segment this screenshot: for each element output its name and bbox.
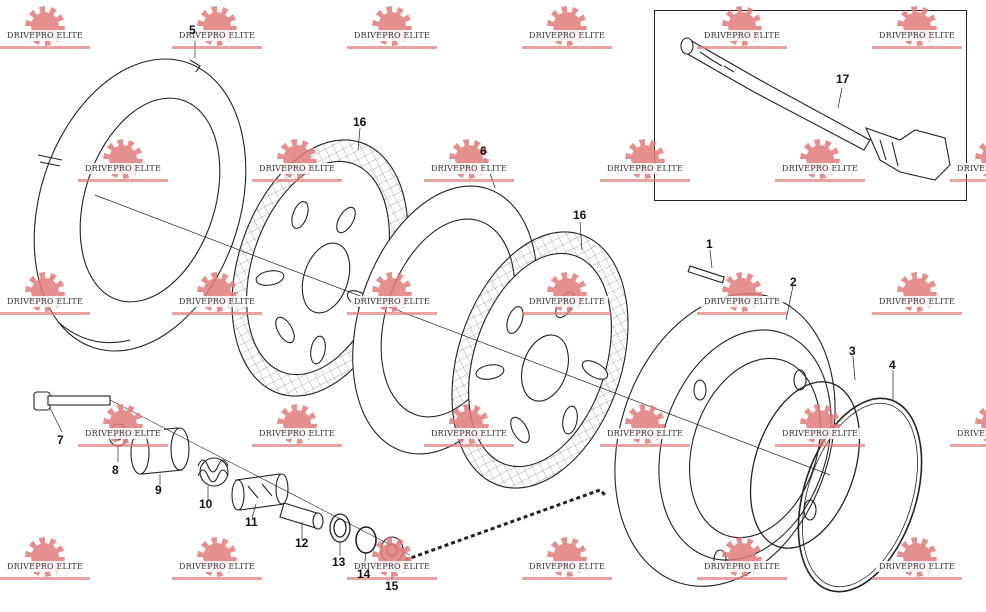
watermark-gear-logo: DRIVEPRO ELITE: [0, 268, 90, 328]
watermark-text: DRIVEPRO ELITE: [353, 562, 430, 571]
callout-17[interactable]: 17: [836, 72, 850, 86]
pin-part-1: [687, 265, 725, 284]
watermark-text: DRIVEPRO ELITE: [84, 429, 161, 438]
watermark-gear-logo: DRIVEPRO ELITE: [872, 533, 962, 593]
watermark-text: DRIVEPRO ELITE: [84, 164, 161, 173]
ring-part-3: [749, 381, 861, 549]
callout-13[interactable]: 13: [332, 555, 346, 569]
watermark-text: DRIVEPRO ELITE: [178, 31, 255, 40]
callout-6[interactable]: 6: [480, 144, 487, 158]
watermark-gear-logo: DRIVEPRO ELITE: [347, 268, 437, 328]
callout-16-a[interactable]: 16: [353, 115, 367, 129]
watermark-gear-logo: DRIVEPRO ELITE: [697, 268, 787, 328]
callout-2[interactable]: 2: [790, 275, 797, 289]
watermark-gear-logo: DRIVEPRO ELITE: [172, 2, 262, 62]
watermark-gear-logo: DRIVEPRO ELITE: [697, 533, 787, 593]
callout-4[interactable]: 4: [889, 358, 896, 372]
watermark-text: DRIVEPRO ELITE: [606, 164, 683, 173]
watermark-gear-logo: DRIVEPRO ELITE: [950, 400, 986, 460]
callout-15[interactable]: 15: [385, 579, 399, 593]
watermark-text: DRIVEPRO ELITE: [528, 297, 605, 306]
watermark-text: DRIVEPRO ELITE: [430, 429, 507, 438]
watermark-gear-logo: DRIVEPRO ELITE: [424, 135, 514, 195]
watermark-gear-logo: DRIVEPRO ELITE: [775, 400, 865, 460]
watermark-text: DRIVEPRO ELITE: [6, 297, 83, 306]
plate-part-5: [33, 58, 247, 352]
assembly-axis: [94, 194, 831, 476]
seal-part-13: [329, 513, 351, 543]
watermark-text: DRIVEPRO ELITE: [430, 164, 507, 173]
watermark-gear-logo: DRIVEPRO ELITE: [78, 135, 168, 195]
watermark-text: DRIVEPRO ELITE: [703, 31, 780, 40]
watermark-text: DRIVEPRO ELITE: [703, 297, 780, 306]
housing-part-2: [614, 293, 836, 587]
watermark-text: DRIVEPRO ELITE: [781, 164, 858, 173]
watermark-text: DRIVEPRO ELITE: [6, 31, 83, 40]
callout-14[interactable]: 14: [357, 567, 371, 581]
bolt-part-7: [33, 391, 111, 411]
watermark-gear-logo: DRIVEPRO ELITE: [347, 2, 437, 62]
watermark-gear-logo: DRIVEPRO ELITE: [872, 268, 962, 328]
watermark-gear-logo: DRIVEPRO ELITE: [0, 533, 90, 593]
sensor-part-17: [680, 37, 951, 181]
watermark-text: DRIVEPRO ELITE: [353, 31, 430, 40]
watermark-text: DRIVEPRO ELITE: [353, 297, 430, 306]
watermark-gear-logo: DRIVEPRO ELITE: [950, 135, 986, 195]
watermark-text: DRIVEPRO ELITE: [878, 31, 955, 40]
callout-10[interactable]: 10: [199, 497, 213, 511]
watermark-gear-logo: DRIVEPRO ELITE: [252, 400, 342, 460]
tube-part-12: [279, 502, 324, 530]
sleeve-part-9: [130, 427, 190, 475]
watermark-text: DRIVEPRO ELITE: [878, 562, 955, 571]
callout-3[interactable]: 3: [849, 344, 856, 358]
watermark-text: DRIVEPRO ELITE: [258, 429, 335, 438]
watermark-text: DRIVEPRO ELITE: [956, 164, 986, 173]
watermark-text: DRIVEPRO ELITE: [178, 297, 255, 306]
watermark-gear-logo: DRIVEPRO ELITE: [424, 400, 514, 460]
watermark-gear-logo: DRIVEPRO ELITE: [522, 268, 612, 328]
ring-part-4: [797, 397, 923, 593]
callout-11[interactable]: 11: [245, 515, 258, 529]
callout-7[interactable]: 7: [57, 433, 64, 447]
callout-1[interactable]: 1: [706, 237, 713, 251]
watermark-gear-logo: DRIVEPRO ELITE: [775, 135, 865, 195]
watermark-gear-logo: DRIVEPRO ELITE: [172, 533, 262, 593]
watermark-gear-logo: DRIVEPRO ELITE: [0, 2, 90, 62]
watermark-gear-logo: DRIVEPRO ELITE: [600, 135, 690, 195]
watermark-gear-logo: DRIVEPRO ELITE: [522, 533, 612, 593]
sensor-inset-frame: [654, 10, 967, 201]
spring-part-10: [197, 457, 229, 487]
watermark-gear-logo: DRIVEPRO ELITE: [78, 400, 168, 460]
callout-9[interactable]: 9: [155, 483, 162, 497]
callout-8[interactable]: 8: [112, 463, 119, 477]
watermark-text: DRIVEPRO ELITE: [258, 164, 335, 173]
watermark-gear-logo: DRIVEPRO ELITE: [600, 400, 690, 460]
watermark-text: DRIVEPRO ELITE: [528, 562, 605, 571]
callout-12[interactable]: 12: [295, 536, 309, 550]
watermark-gear-logo: DRIVEPRO ELITE: [172, 268, 262, 328]
sleeve-part-11: [231, 473, 289, 511]
callout-5[interactable]: 5: [189, 23, 196, 37]
watermark-text: DRIVEPRO ELITE: [6, 562, 83, 571]
watermark-gear-logo: DRIVEPRO ELITE: [872, 2, 962, 62]
watermark-text: DRIVEPRO ELITE: [878, 297, 955, 306]
watermark-gear-logo: DRIVEPRO ELITE: [252, 135, 342, 195]
watermark-text: DRIVEPRO ELITE: [781, 429, 858, 438]
watermark-text: DRIVEPRO ELITE: [606, 429, 683, 438]
watermark-text: DRIVEPRO ELITE: [956, 429, 986, 438]
dashed-leader: [404, 488, 608, 562]
watermark-gear-logo: DRIVEPRO ELITE: [522, 2, 612, 62]
watermark-text: DRIVEPRO ELITE: [178, 562, 255, 571]
watermark-gear-logo: DRIVEPRO ELITE: [697, 2, 787, 62]
friction-disc-part-16-a: [231, 139, 409, 397]
watermark-gear-logo: DRIVEPRO ELITE: [347, 533, 437, 593]
callout-16-b[interactable]: 16: [573, 208, 587, 222]
watermark-text: DRIVEPRO ELITE: [703, 562, 780, 571]
watermark-text: DRIVEPRO ELITE: [528, 31, 605, 40]
